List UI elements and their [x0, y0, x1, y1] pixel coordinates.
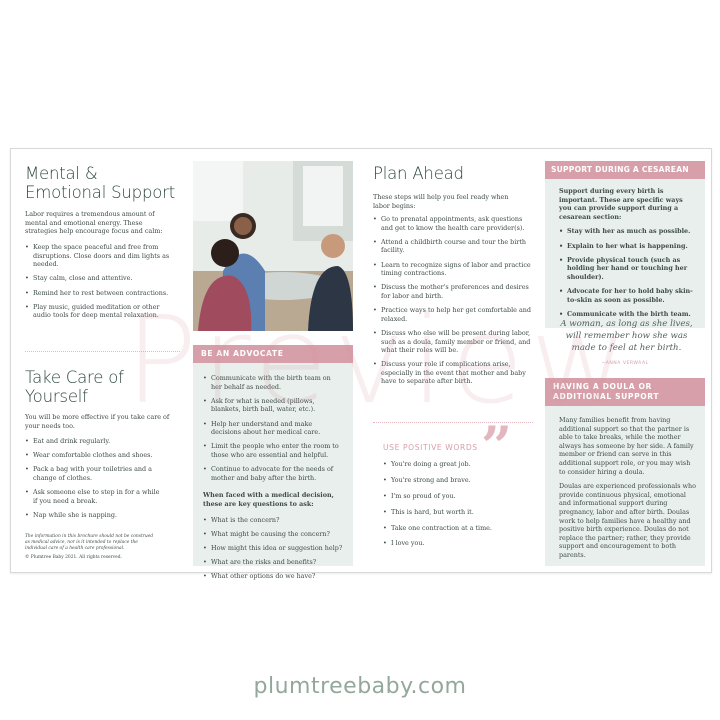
self-care-list: Eat and drink regularly. Wear comfortabl…: [25, 437, 165, 525]
questions-list: What is the concern? What might be causi…: [203, 516, 343, 581]
copyright: © Plumtree Baby 2021. All rights reserve…: [25, 555, 122, 560]
advocate-header: BE AN ADVOCATE: [193, 345, 353, 363]
doula-paragraph: Many families benefit from having additi…: [559, 416, 694, 476]
list-item: Nap while she is napping.: [25, 511, 165, 520]
list-item: Pack a bag with your toiletries and a ch…: [25, 465, 165, 482]
questions-lead: When faced with a medical decision, thes…: [203, 491, 334, 508]
list-item: Play music, guided meditation or other a…: [25, 303, 175, 320]
list-item: I'm so proud of you.: [383, 492, 533, 501]
list-item: Advocate for her to hold baby skin-to-sk…: [559, 287, 695, 304]
heading-take-care: Take Care of Yourself: [25, 368, 124, 406]
list-item: Help her understand and make decisions a…: [203, 420, 343, 437]
list-item: Attend a childbirth course and tour the …: [373, 238, 533, 255]
list-item: You're doing a great job.: [383, 460, 533, 469]
list-item: Remind her to rest between contractions.: [25, 289, 175, 298]
list-item: What might be causing the concern?: [203, 530, 343, 539]
list-item: Stay calm, close and attentive.: [25, 274, 175, 283]
intro-text: Labor requires a tremendous amount of me…: [25, 210, 163, 236]
list-item: This is hard, but worth it.: [383, 508, 533, 517]
photo-parents-with-provider: [193, 161, 353, 331]
doula-paragraph: Doulas are experienced professionals who…: [559, 482, 696, 559]
cesarean-list: Stay with her as much as possible. Expla…: [559, 227, 695, 318]
list-item: Ask someone else to step in for a while …: [25, 488, 165, 505]
list-item: Learn to recognize signs of labor and pr…: [373, 261, 533, 278]
list-item: Keep the space peaceful and free from di…: [25, 243, 175, 269]
website-footer: plumtreebaby.com: [253, 674, 467, 699]
list-item: What other options do we have?: [203, 572, 343, 581]
advocate-list: Communicate with the birth team on her b…: [203, 374, 343, 482]
disclaimer: The information in this brochure should …: [25, 534, 154, 551]
list-item: Take one contraction at a time.: [383, 524, 533, 533]
list-item: Stay with her as much as possible.: [559, 227, 695, 236]
doula-header: HAVING A DOULA OR ADDITIONAL SUPPORT: [545, 378, 705, 406]
list-item: Continue to advocate for the needs of mo…: [203, 465, 343, 482]
list-item: Go to prenatal appointments, ask questio…: [373, 215, 533, 232]
list-item: Discuss who else will be present during …: [373, 329, 533, 355]
divider: [373, 422, 533, 423]
doula-section: HAVING A DOULA OR ADDITIONAL SUPPORT Man…: [545, 378, 705, 566]
cesarean-box: Support during every birth is important.…: [545, 179, 705, 329]
positive-words-list: You're doing a great job. You're strong …: [383, 460, 533, 555]
list-item: What are the risks and benefits?: [203, 558, 343, 567]
heading-mental-emotional: Mental & Emotional Support: [25, 164, 175, 202]
list-item: Discuss your role if complications arise…: [373, 360, 533, 386]
list-item: Explain to her what is happening.: [559, 242, 695, 251]
positive-words-heading: USE POSITIVE WORDS: [383, 443, 478, 452]
quote-attribution: ~ANNA VERWAAL: [601, 361, 649, 366]
list-item: How might this idea or suggestion help?: [203, 544, 343, 553]
list-item: You're strong and brave.: [383, 476, 533, 485]
intro-text: These steps will help you feel ready whe…: [373, 193, 509, 210]
list-item: Practice ways to help her get comfortabl…: [373, 306, 533, 323]
plan-list: Go to prenatal appointments, ask questio…: [373, 215, 533, 392]
brochure: Mental & Emotional Support Labor require…: [10, 148, 712, 580]
list-item: Provide physical touch (such as holding …: [559, 256, 695, 282]
doula-box: Many families benefit from having additi…: [545, 406, 705, 566]
list-item: I love you.: [383, 539, 533, 548]
cesarean-header: SUPPORT DURING A CESAREAN: [545, 161, 705, 179]
list-item: What is the concern?: [203, 516, 343, 525]
list-item: Ask for what is needed (pillows, blanket…: [203, 397, 343, 414]
list-item: Communicate with the birth team.: [559, 310, 695, 319]
list-item: Wear comfortable clothes and shoes.: [25, 451, 165, 460]
list-item: Discuss the mother's preferences and des…: [373, 283, 533, 300]
list-item: Communicate with the birth team on her b…: [203, 374, 343, 391]
quote: A woman, as long as she lives, will reme…: [560, 319, 693, 353]
mental-list: Keep the space peaceful and free from di…: [25, 243, 175, 326]
cesarean-lead: Support during every birth is important.…: [559, 187, 683, 221]
advocate-box: Communicate with the birth team on her b…: [193, 363, 353, 580]
intro-text: You will be more effective if you take c…: [25, 413, 170, 430]
list-item: Eat and drink regularly.: [25, 437, 165, 446]
list-item: Limit the people who enter the room to t…: [203, 442, 343, 459]
divider: [25, 351, 180, 352]
heading-plan-ahead: Plan Ahead: [373, 164, 464, 183]
cesarean-section: SUPPORT DURING A CESAREAN Support during…: [545, 161, 705, 329]
